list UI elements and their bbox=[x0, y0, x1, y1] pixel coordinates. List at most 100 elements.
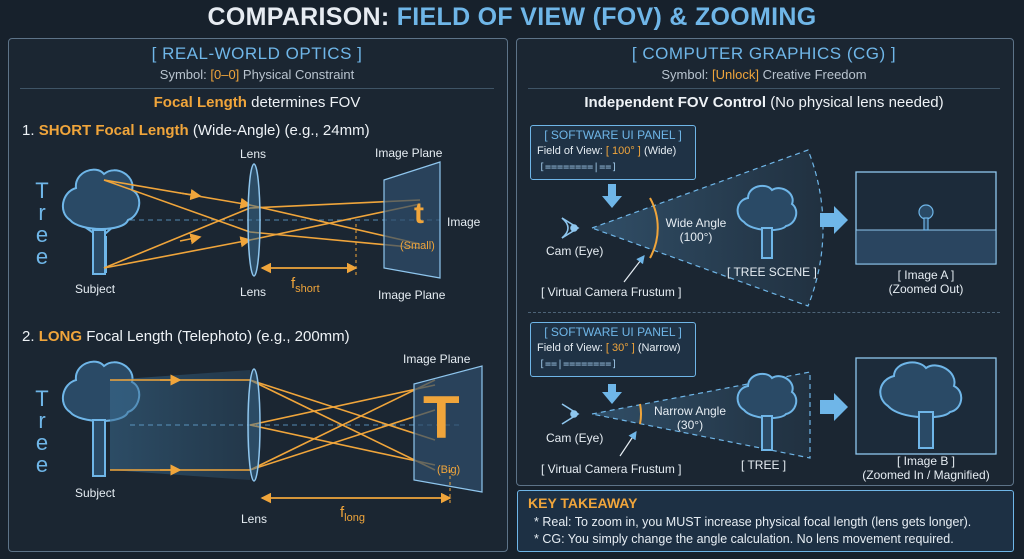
tree-letter: e bbox=[35, 222, 49, 247]
wide-angle-label: Wide Angle (100°) bbox=[656, 216, 736, 244]
fov-slider[interactable]: [========|==] bbox=[539, 162, 618, 173]
tree-letter: e bbox=[35, 244, 49, 269]
page-title: COMPARISON: FIELD OF VIEW (FOV) & ZOOMIN… bbox=[0, 3, 1024, 32]
image-a-label: [ Image A ] (Zoomed Out) bbox=[856, 268, 996, 296]
title-part1: COMPARISON: bbox=[207, 3, 390, 31]
right-subheader: Independent FOV Control (No physical len… bbox=[516, 94, 1012, 111]
angle-line2: (100°) bbox=[679, 230, 713, 244]
symbol-icon: [0–0] bbox=[210, 67, 240, 82]
left-symbol-line: Symbol: [0–0] Physical Constraint bbox=[8, 67, 506, 82]
fov-label: Field of View: bbox=[537, 145, 603, 157]
tree-icon bbox=[61, 168, 141, 275]
eye-icon bbox=[561, 217, 580, 239]
symbol-prefix: Symbol: bbox=[661, 67, 709, 82]
wide-pointer bbox=[623, 255, 645, 283]
wide-cam-label: Cam (Eye) bbox=[546, 244, 604, 258]
long-light-rays bbox=[110, 374, 436, 476]
fov-mode: (Wide) bbox=[643, 145, 677, 157]
right-section-divider bbox=[528, 312, 1000, 313]
short-focal-title: 1. SHORT Focal Length (Wide-Angle) (e.g.… bbox=[22, 122, 370, 139]
left-panel-header: [ REAL-WORLD OPTICS ] bbox=[151, 44, 363, 63]
arrow-down-icon bbox=[602, 184, 622, 208]
arrow-right-icon bbox=[820, 393, 848, 421]
short-lens-top-label: Lens bbox=[240, 147, 267, 161]
software-ui-panel-narrow[interactable]: [ SOFTWARE UI PANEL ] Field of View: [ 3… bbox=[530, 322, 696, 377]
subheader-rest: (No physical lens needed) bbox=[770, 94, 944, 111]
arrow-down-icon bbox=[602, 384, 622, 404]
image-a-ground bbox=[855, 229, 997, 265]
fov-field: Field of View: [ 100° ] (Wide) bbox=[537, 145, 676, 157]
software-ui-panel-wide[interactable]: [ SOFTWARE UI PANEL ] Field of View: [ 1… bbox=[530, 125, 696, 180]
fov-label: Field of View: bbox=[537, 342, 603, 354]
short-rest: (Wide-Angle) (e.g., 24mm) bbox=[192, 122, 370, 139]
angle-line2: (30°) bbox=[676, 418, 704, 432]
symbol-icon: [Unlock] bbox=[711, 67, 759, 82]
narrow-angle-label: Narrow Angle (30°) bbox=[648, 404, 732, 432]
image-line2: (Zoomed In / Magnified) bbox=[862, 468, 990, 482]
long-rest: Focal Length (Telephoto) (e.g., 200mm) bbox=[86, 328, 350, 345]
image-line1: [ Image B ] bbox=[896, 454, 956, 468]
fov-value[interactable]: [ 100° ] bbox=[605, 145, 641, 157]
key-takeaway-box: KEY TAKEAWAY * Real: To zoom in, you MUS… bbox=[517, 490, 1014, 552]
long-lens-label: Lens bbox=[241, 512, 268, 526]
short-image-label: Image bbox=[447, 215, 481, 229]
long-image-plane bbox=[413, 365, 483, 493]
angle-line1: Wide Angle bbox=[665, 216, 727, 230]
symbol-prefix: Symbol: bbox=[159, 67, 207, 82]
f-main: f bbox=[291, 275, 296, 292]
short-lens-bottom-label: Lens bbox=[240, 285, 267, 299]
long-focal-title: 2. LONG Focal Length (Telephoto) (e.g., … bbox=[22, 328, 350, 345]
fov-mode: (Narrow) bbox=[637, 342, 681, 354]
tree-letter: T bbox=[35, 178, 49, 203]
f-main: f bbox=[340, 504, 345, 521]
long-num: 2. bbox=[22, 328, 35, 345]
fov-slider[interactable]: [==|========] bbox=[539, 359, 618, 370]
takeaway-line-2: * CG: You simply change the angle calcul… bbox=[534, 532, 954, 546]
right-symbol-line: Symbol: [Unlock] Creative Freedom bbox=[516, 67, 1012, 82]
tree-icon bbox=[918, 204, 934, 231]
tree-icon bbox=[879, 361, 963, 449]
right-divider bbox=[528, 88, 1000, 89]
title-part2: FIELD OF VIEW (FOV) & ZOOMING bbox=[396, 3, 817, 31]
key-takeaway-title: KEY TAKEAWAY bbox=[528, 495, 638, 511]
short-image-plane bbox=[383, 161, 441, 279]
eye-icon bbox=[561, 403, 580, 425]
fov-value[interactable]: [ 30° ] bbox=[605, 342, 635, 354]
tree-letter: e bbox=[35, 452, 49, 477]
right-panel-header: [ COMPUTER GRAPHICS (CG) ] bbox=[631, 44, 897, 63]
long-image-plane-label: Image Plane bbox=[403, 352, 471, 366]
short-focal-label: fshort bbox=[291, 275, 320, 295]
tree-letter: r bbox=[38, 408, 46, 433]
narrow-pointer bbox=[619, 431, 637, 457]
arrow-right-icon bbox=[820, 206, 848, 234]
fov-field: Field of View: [ 30° ] (Narrow) bbox=[537, 342, 681, 354]
narrow-frustum-label: [ Virtual Camera Frustum ] bbox=[541, 462, 682, 476]
short-size-label: (Small) bbox=[400, 240, 435, 252]
long-focal-label: flong bbox=[340, 504, 365, 524]
wide-angle-arc bbox=[649, 197, 659, 259]
long-lens bbox=[247, 368, 261, 482]
subheader-strong: Independent FOV Control bbox=[584, 94, 767, 111]
narrow-scene-label: [ TREE ] bbox=[741, 458, 787, 472]
symbol-text: Physical Constraint bbox=[242, 67, 355, 82]
short-subject-label: Subject bbox=[75, 282, 116, 296]
image-line2: (Zoomed Out) bbox=[888, 282, 964, 296]
short-image-plane-bottom-label: Image Plane bbox=[378, 288, 446, 302]
short-image-plane-top-label: Image Plane bbox=[375, 146, 443, 160]
f-sub: long bbox=[344, 512, 365, 524]
long-size-label: (Big) bbox=[437, 464, 461, 476]
wide-scene-label: [ TREE SCENE ] bbox=[727, 265, 817, 279]
narrow-cam-label: Cam (Eye) bbox=[546, 431, 604, 445]
left-subheader: Focal Length determines FOV bbox=[8, 94, 506, 111]
wide-frustum-label: [ Virtual Camera Frustum ] bbox=[541, 285, 682, 299]
tree-letter: T bbox=[35, 386, 49, 411]
long-image-letter: T bbox=[423, 384, 460, 451]
image-b-label: [ Image B ] (Zoomed In / Magnified) bbox=[846, 454, 1006, 482]
ui-panel-title: [ SOFTWARE UI PANEL ] bbox=[544, 325, 682, 339]
tree-letter: r bbox=[38, 200, 46, 225]
tree-icon bbox=[736, 184, 798, 259]
long-strong: LONG bbox=[38, 328, 83, 345]
short-image-letter: t bbox=[414, 197, 424, 230]
